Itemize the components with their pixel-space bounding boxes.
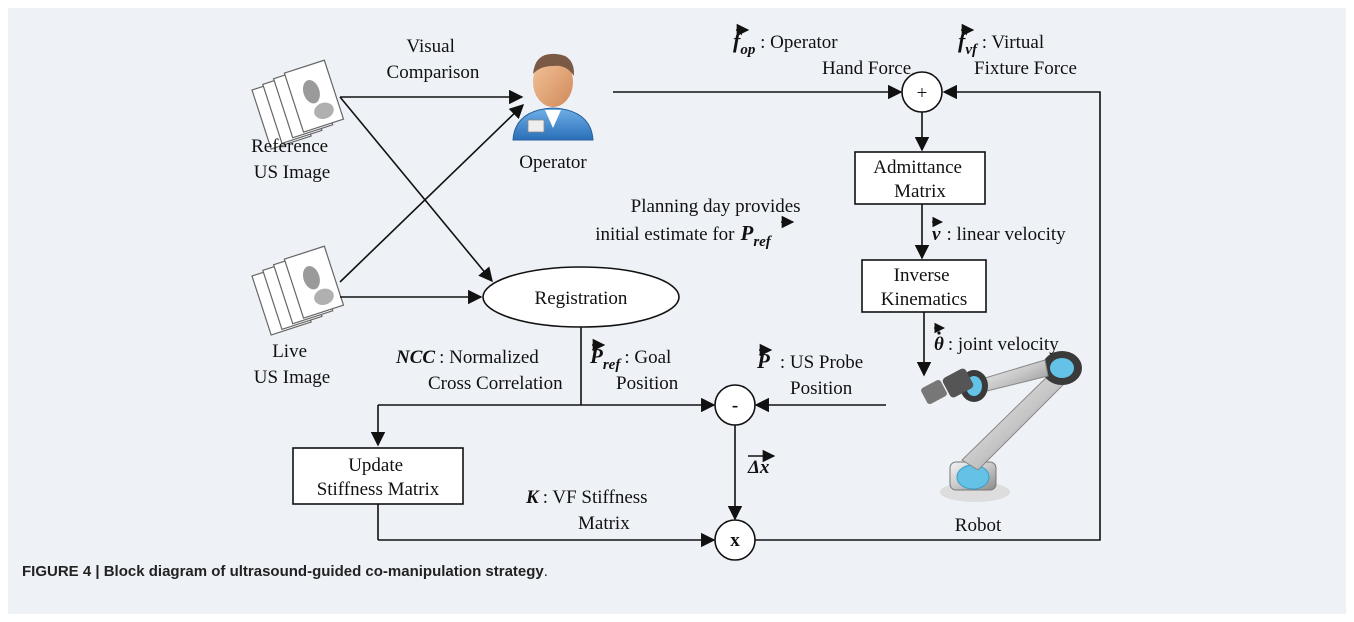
operator-label: Operator	[519, 152, 587, 173]
live-image-icon	[251, 245, 345, 336]
registration-label: Registration	[535, 288, 628, 309]
linear-velocity-label: v: linear velocity	[932, 224, 1066, 245]
robot-arm-icon	[921, 351, 1082, 502]
planning-note: Planning day provides initial estimate f…	[595, 196, 805, 250]
inverse-kinematics-label: Inverse Kinematics	[881, 265, 968, 310]
admittance-block	[854, 151, 986, 205]
block-diagram: Reference US Image Live US Image Operato…	[251, 23, 1101, 561]
operator-force-label: fop : Operator Hand Force	[733, 28, 911, 79]
caption-title: Block diagram of ultrasound-guided co-ma…	[103, 563, 544, 580]
stiffness-label: K: VF Stiffness Matrix	[525, 487, 652, 534]
caption-prefix: FIGURE 4 |	[22, 563, 104, 580]
update-stiffness-block	[292, 447, 464, 505]
reference-image-icon	[251, 59, 345, 150]
joint-velocity-dot	[937, 331, 941, 335]
live-image-label: Live US Image	[254, 341, 331, 388]
sum-symbol: +	[917, 83, 928, 104]
edge-reference-to-registration	[339, 96, 493, 283]
figure-caption: FIGURE 4 | Block diagram of ultrasound-g…	[22, 563, 548, 580]
figure-panel	[8, 8, 1346, 614]
robot-label: Robot	[955, 515, 1002, 536]
ncc-label: NCC: Normalized Cross Correlation	[395, 347, 563, 394]
probe-position-label: P: US Probe Position	[756, 349, 868, 399]
virtual-force-label: fvf : Virtual Fixture Force	[958, 28, 1077, 79]
reference-image-label: Reference US Image	[251, 136, 333, 183]
mult-symbol: x	[730, 530, 740, 551]
caption-suffix: .	[543, 563, 548, 580]
diff-symbol: -	[732, 395, 738, 416]
inverse-kinematics-block	[861, 259, 987, 313]
edge-mult-feedback	[755, 84, 1101, 541]
joint-velocity-label: θ: joint velocity	[934, 334, 1059, 355]
update-stiffness-label: Update Stiffness Matrix	[317, 455, 440, 500]
visual-comparison-label: Visual Comparison	[387, 36, 480, 83]
operator-icon	[512, 53, 594, 141]
delta-x-label: Δx	[747, 457, 770, 478]
admittance-label: Admittance Matrix	[873, 157, 966, 202]
goal-position-label: Pref: Goal Position	[589, 344, 679, 394]
edge-live-to-operator	[339, 103, 525, 283]
